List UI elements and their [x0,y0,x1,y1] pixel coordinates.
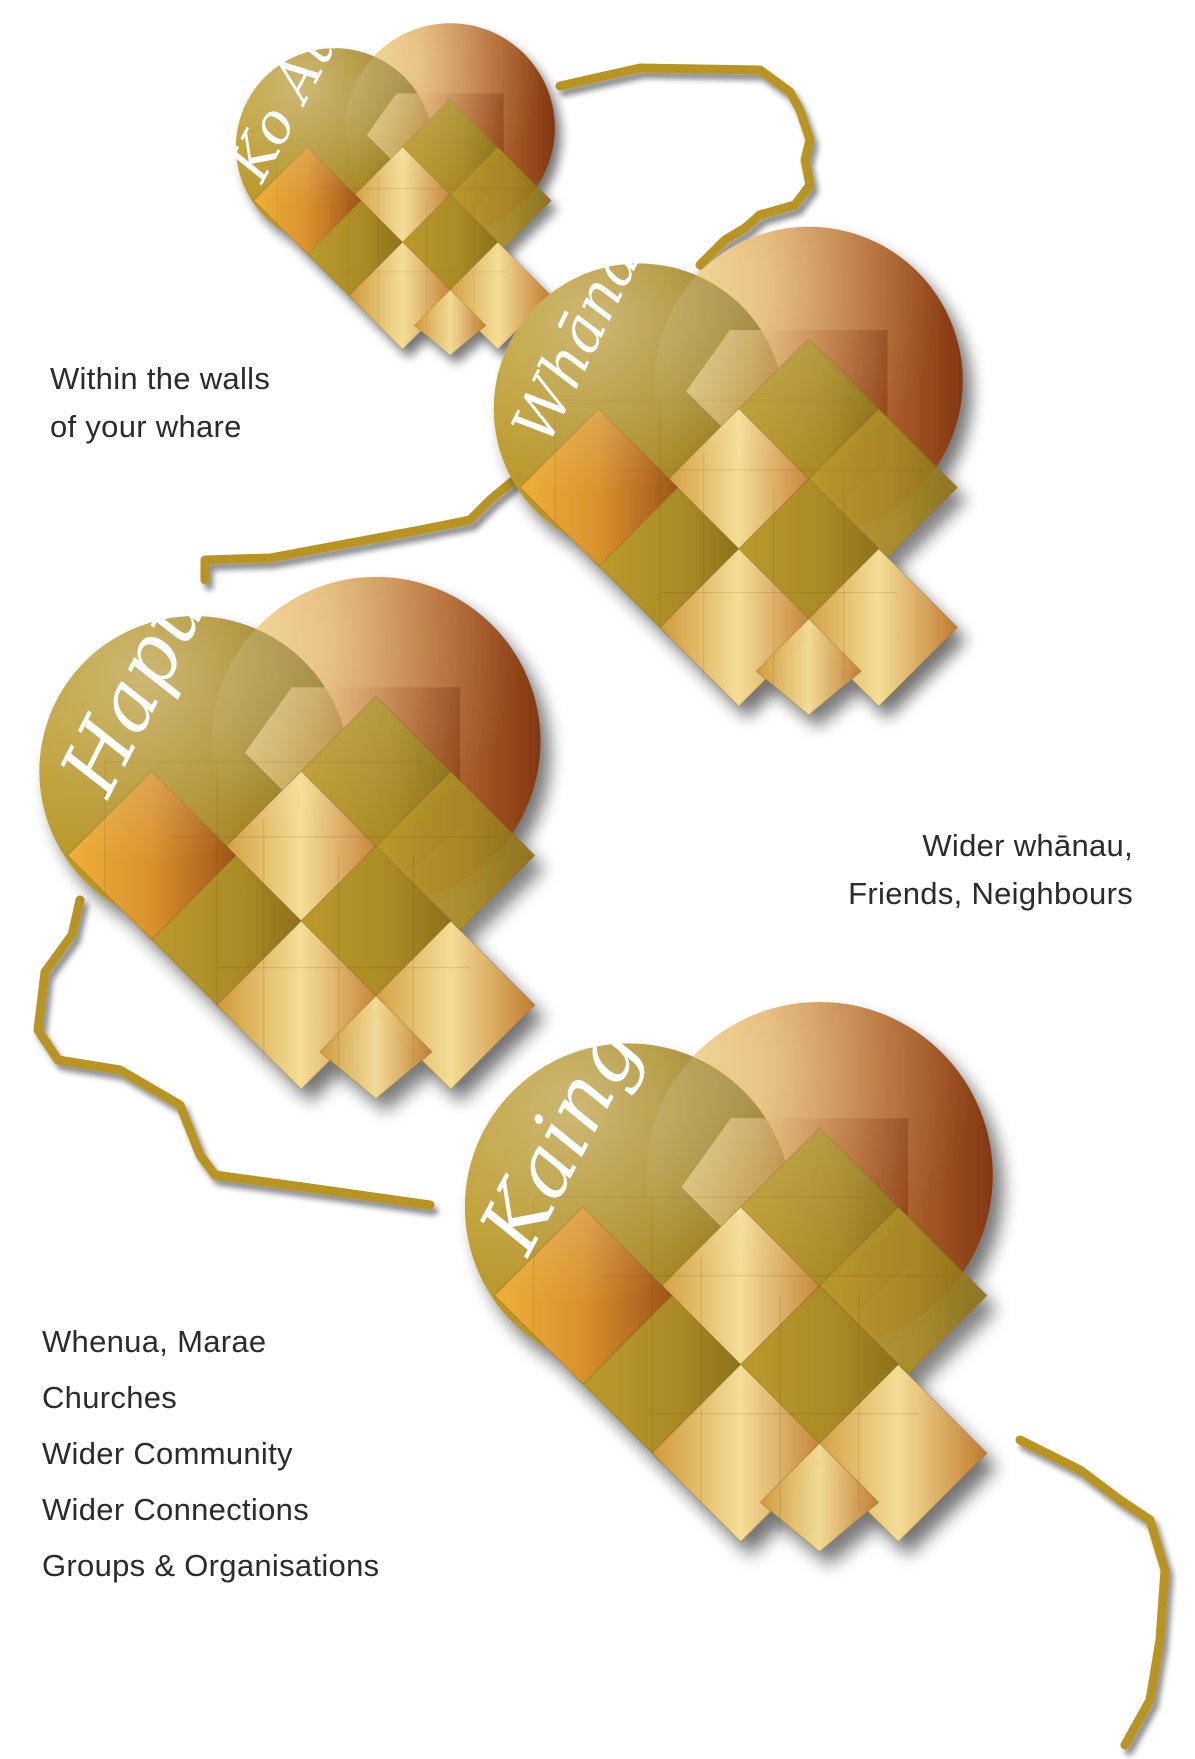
heart-ko-au: Ko Au [217,12,555,355]
heart-whanau: Whānau [494,199,963,715]
caption-line: Friends, Neighbours [848,870,1133,918]
caption-line: Within the walls [50,355,270,403]
caption-line: Groups & Organisations [42,1538,379,1594]
heart-kainga: Kainga [461,966,993,1551]
caption-kainga: Whenua, Marae Churches Wider Community W… [42,1314,379,1594]
caption-whanau: Wider whānau, Friends, Neighbours [848,822,1133,918]
caption-ko-au: Within the walls of your whare [50,355,270,451]
caption-line: Wider Connections [42,1482,379,1538]
caption-line: Wider Community [42,1426,379,1482]
caption-line: Churches [42,1370,379,1426]
caption-line: of your whare [50,403,270,451]
heart-hapu: Hapu [39,570,540,1098]
caption-line: Whenua, Marae [42,1314,379,1370]
caption-line: Wider whānau, [848,822,1133,870]
